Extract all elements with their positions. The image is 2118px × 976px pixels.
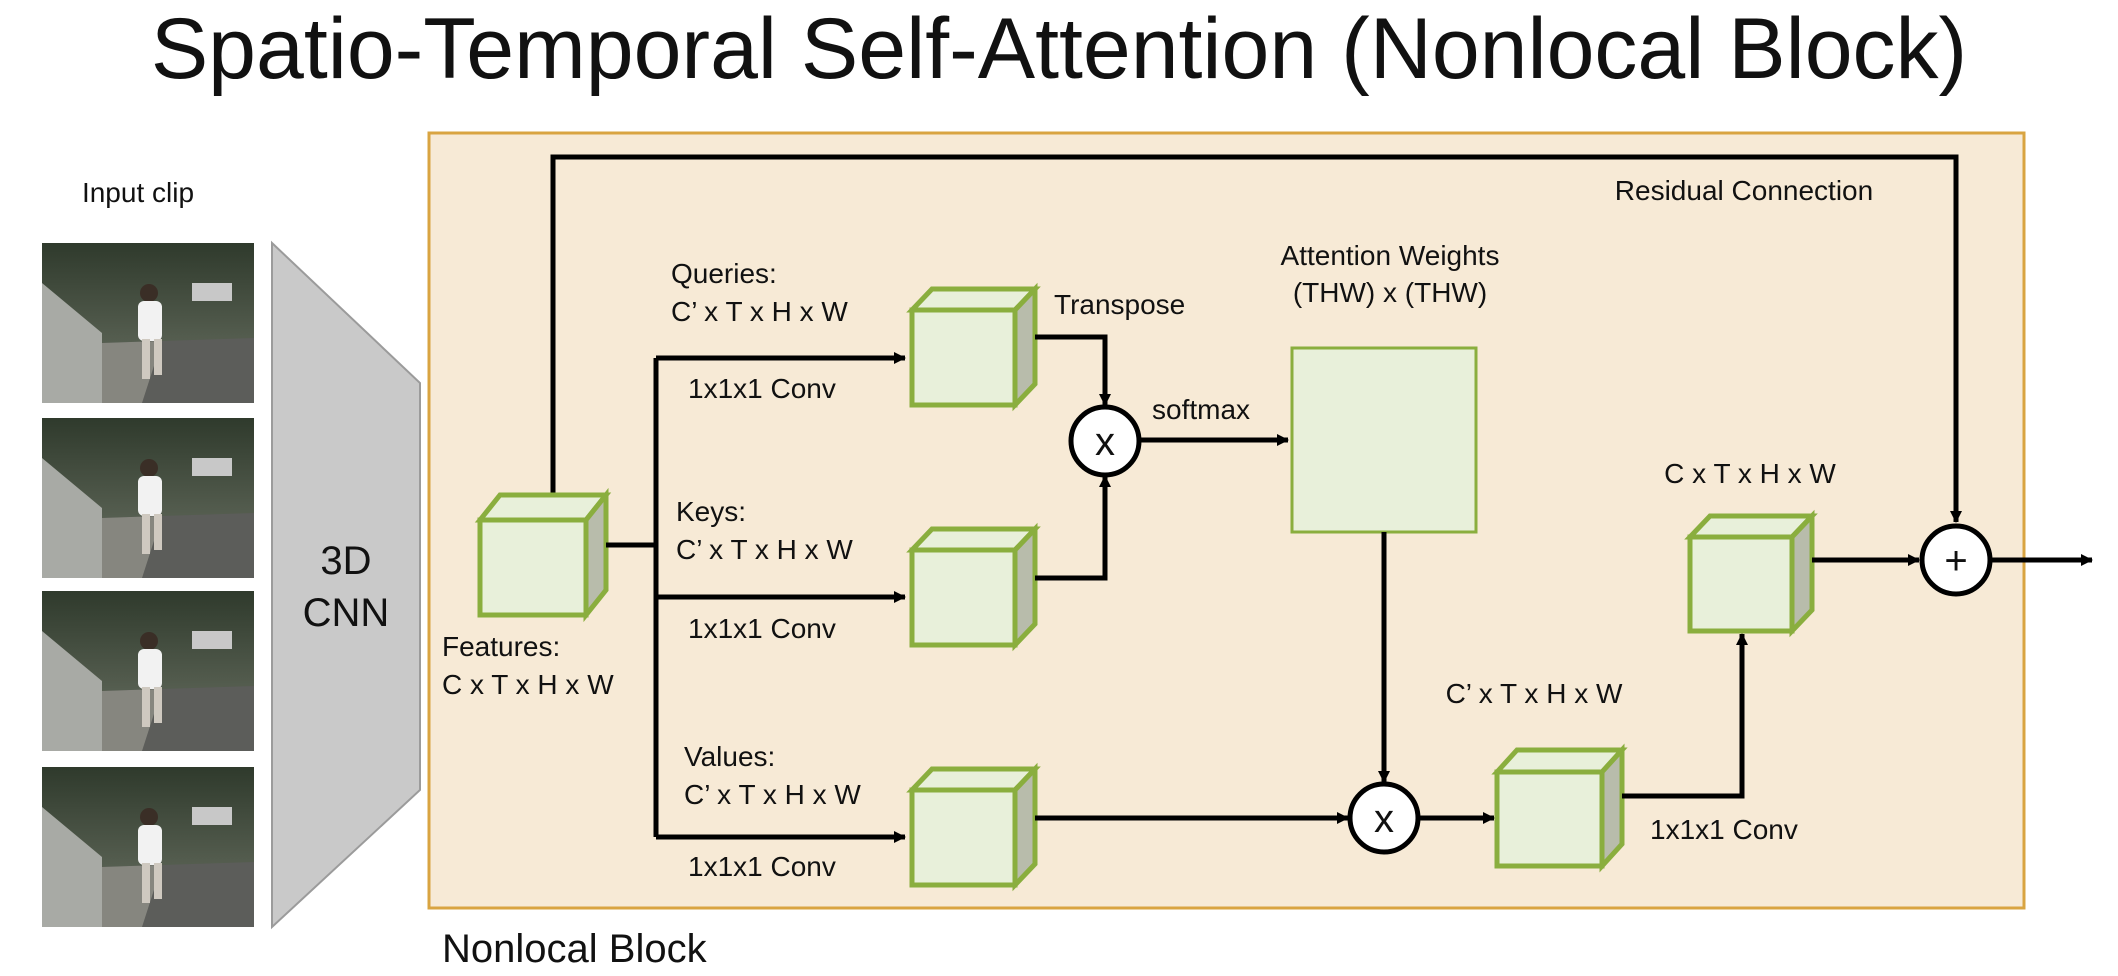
final-conv-label: 1x1x1 Conv [1650, 814, 1798, 845]
values-label: Values: [684, 741, 775, 772]
attention-dims: (THW) x (THW) [1293, 277, 1487, 308]
final-conv-arrow [1622, 633, 1748, 799]
attention-label: Attention Weights [1281, 240, 1500, 271]
input-frame-4 [42, 767, 254, 927]
values-dims: C’ x T x H x W [684, 779, 861, 810]
attention-weights-matrix [1290, 346, 1478, 534]
queries-cube [906, 282, 1041, 412]
transpose-label: Transpose [1054, 289, 1185, 320]
residual-label: Residual Connection [1615, 175, 1873, 206]
input-frame-1 [42, 243, 254, 403]
features-cube [474, 487, 612, 623]
cnn-label-line1: 3D [320, 539, 371, 583]
queries-label: Queries: [671, 258, 777, 289]
keys-label: Keys: [676, 496, 746, 527]
residual-arrow [550, 154, 1962, 523]
output-cube [1684, 509, 1818, 638]
keys-dims: C’ x T x H x W [676, 534, 853, 565]
cnn-trapezoid [271, 240, 421, 930]
softmax-label: softmax [1152, 394, 1250, 425]
values-cube [906, 762, 1041, 892]
transpose-arrow [1035, 334, 1111, 406]
multiply-symbol-2: x [1374, 797, 1394, 841]
keys-to-multiply-arrow [1035, 475, 1111, 581]
input-frame-2 [42, 418, 254, 578]
queries-conv-label: 1x1x1 Conv [688, 373, 836, 404]
output-dims: C x T x H x W [1664, 458, 1836, 489]
keys-cube [906, 522, 1041, 652]
cnn-label-line2: CNN [303, 591, 390, 635]
features-label: Features: [442, 631, 560, 662]
nonlocal-block-label: Nonlocal Block [442, 927, 708, 971]
queries-dims: C’ x T x H x W [671, 296, 848, 327]
output-mid-cube [1491, 743, 1628, 873]
output-mid-dims: C’ x T x H x W [1446, 678, 1623, 709]
features-dims: C x T x H x W [442, 669, 614, 700]
multiply-symbol-1: x [1095, 420, 1115, 464]
keys-conv-label: 1x1x1 Conv [688, 613, 836, 644]
sum-symbol: + [1944, 539, 1967, 583]
values-conv-label: 1x1x1 Conv [688, 851, 836, 882]
input-clip-label: Input clip [82, 177, 194, 208]
input-frame-3 [42, 591, 254, 751]
diagram-title: Spatio-Temporal Self-Attention (Nonlocal… [151, 1, 1967, 97]
